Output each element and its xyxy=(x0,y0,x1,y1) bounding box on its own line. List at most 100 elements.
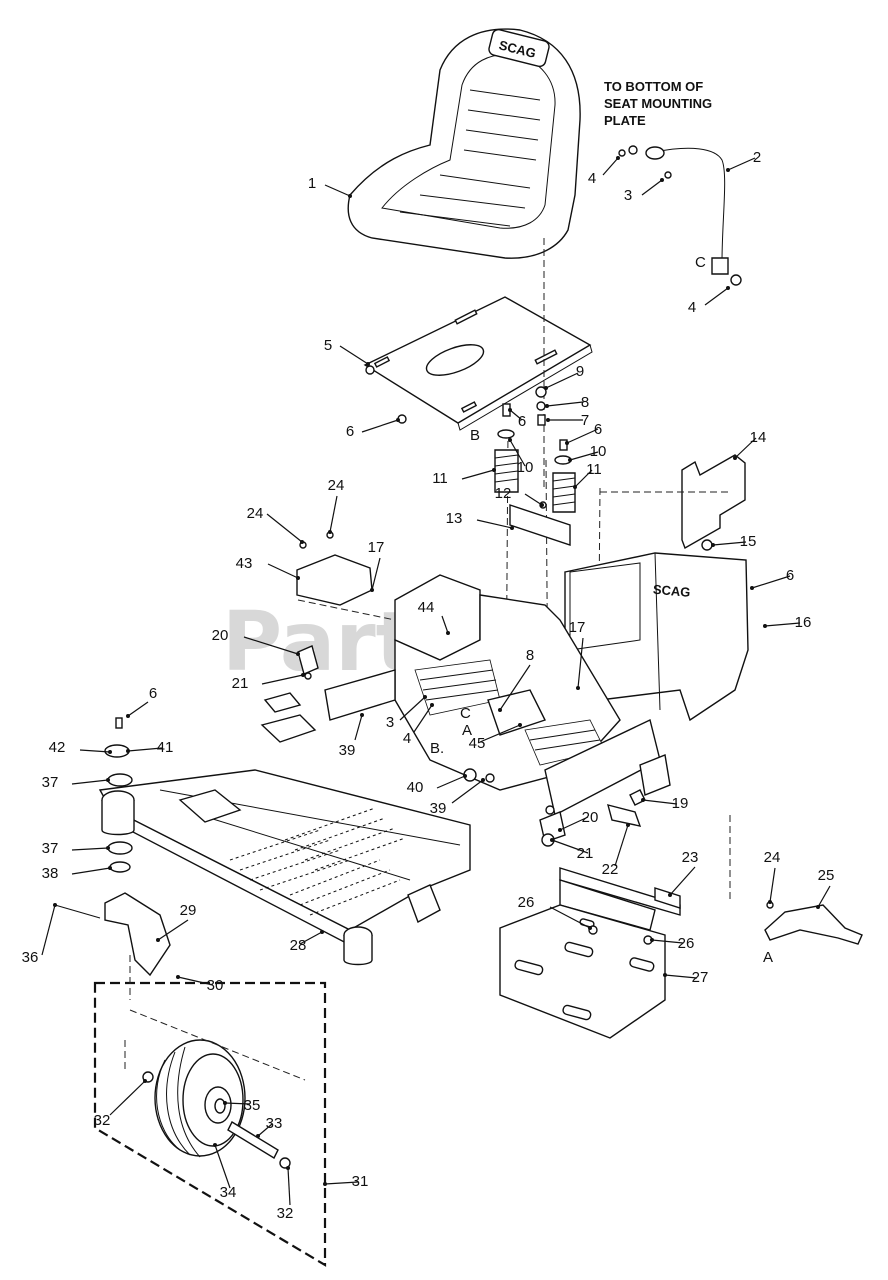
callout-arrowhead xyxy=(663,973,667,977)
callout-leader xyxy=(71,847,109,851)
callout-arrowhead xyxy=(508,438,512,442)
callout-leader xyxy=(441,615,449,634)
callout-leader xyxy=(499,664,531,711)
callout-arrowhead xyxy=(726,286,730,290)
callout-number: 6 xyxy=(149,685,157,702)
callout-arrowhead xyxy=(481,778,485,782)
callout-arrowhead xyxy=(550,838,554,842)
callout-leader xyxy=(436,775,466,789)
callout-leader xyxy=(651,939,684,944)
callout-arrowhead xyxy=(320,930,324,934)
callout-arrowhead xyxy=(323,1182,327,1186)
callout-number: 6 xyxy=(594,421,602,438)
callout-leader xyxy=(461,469,495,480)
callout-leader xyxy=(577,637,584,689)
callout-number: 10 xyxy=(517,459,534,476)
callout-leader xyxy=(509,409,523,421)
callout-arrowhead xyxy=(301,673,305,677)
callout-arrowhead xyxy=(568,458,572,462)
callout-leader xyxy=(71,779,109,785)
callout-arrowhead xyxy=(546,418,550,422)
callout-number: 5 xyxy=(324,337,332,354)
callout-leader xyxy=(769,867,776,903)
callout-leader xyxy=(127,701,149,717)
callout-number: 2 xyxy=(753,149,761,166)
bracket-14 xyxy=(600,454,746,551)
callout-number: 22 xyxy=(602,861,619,878)
callout-leader xyxy=(614,824,629,867)
callout-arrowhead xyxy=(726,168,730,172)
callout-number: 25 xyxy=(818,867,835,884)
callout-arrowhead xyxy=(223,1101,227,1105)
callout-number: 4 xyxy=(403,730,411,747)
callout-number: 23 xyxy=(682,849,699,866)
callout-number: 39 xyxy=(339,742,356,759)
callout-number: 40 xyxy=(407,779,424,796)
callout-leader xyxy=(751,575,791,589)
callout-leader xyxy=(545,372,579,389)
callout-arrowhead xyxy=(348,194,352,198)
callout-number: 17 xyxy=(368,539,385,556)
callout-arrowhead xyxy=(463,774,467,778)
callout-number: 31 xyxy=(352,1173,369,1190)
callout-arrowhead xyxy=(176,975,180,979)
callout-leader xyxy=(524,493,543,506)
callout-arrowhead xyxy=(508,408,512,412)
callout-number: 26 xyxy=(518,894,535,911)
callout-leader xyxy=(79,749,111,753)
callout-leader xyxy=(329,495,338,533)
callout-arrowhead xyxy=(768,900,772,904)
callout-arrowhead xyxy=(588,926,592,930)
seat-switch-harness xyxy=(618,145,742,286)
callout-number: 20 xyxy=(212,627,229,644)
reference-letter: A xyxy=(462,722,472,739)
callout-number: 38 xyxy=(42,865,59,882)
callout-number: 32 xyxy=(277,1205,294,1222)
callout-arrowhead xyxy=(763,624,767,628)
callout-leader xyxy=(549,906,591,929)
reference-letter: A xyxy=(763,949,773,966)
callout-number: 20 xyxy=(582,809,599,826)
callout-leader xyxy=(361,419,399,433)
callout-arrowhead xyxy=(300,540,304,544)
chassis-frame: SCAG xyxy=(54,531,749,977)
callout-number: 32 xyxy=(94,1112,111,1129)
callout-leader xyxy=(642,799,678,805)
callout-number: 14 xyxy=(750,429,767,446)
callout-arrowhead xyxy=(286,1166,290,1170)
callout-number: 9 xyxy=(576,363,584,380)
callout-number: 6 xyxy=(346,423,354,440)
callout-leader xyxy=(157,919,189,941)
callout-leader xyxy=(41,904,56,956)
callout-leader xyxy=(476,519,513,529)
callout-number: 28 xyxy=(290,937,307,954)
callout-leader xyxy=(399,696,426,721)
callout-leader xyxy=(546,401,584,407)
callout-leader xyxy=(339,345,369,365)
callout-leader xyxy=(764,622,801,627)
callout-number: 8 xyxy=(581,394,589,411)
callout-number: 37 xyxy=(42,840,59,857)
callout-arrowhead xyxy=(446,631,450,635)
callout-number: 11 xyxy=(432,470,448,487)
callout-arrowhead xyxy=(156,938,160,942)
callout-leader xyxy=(574,469,593,488)
reference-letter: C xyxy=(460,705,471,722)
callout-arrowhead xyxy=(573,485,577,489)
callout-arrowhead xyxy=(423,695,427,699)
callout-arrowhead xyxy=(626,823,630,827)
callout-leader xyxy=(559,816,589,831)
callout-leader xyxy=(287,1167,291,1206)
callout-leader xyxy=(734,437,757,459)
bracket-25 xyxy=(764,901,863,945)
callout-arrowhead xyxy=(498,708,502,712)
callout-number: 24 xyxy=(764,849,781,866)
callout-arrowhead xyxy=(296,652,300,656)
callout-leader xyxy=(509,439,526,467)
callout-number: 3 xyxy=(624,187,632,204)
callout-arrowhead xyxy=(733,456,737,460)
callout-leader xyxy=(669,866,696,896)
callout-number: 37 xyxy=(42,774,59,791)
callout-arrowhead xyxy=(750,586,754,590)
seat: SCAG xyxy=(347,28,581,259)
